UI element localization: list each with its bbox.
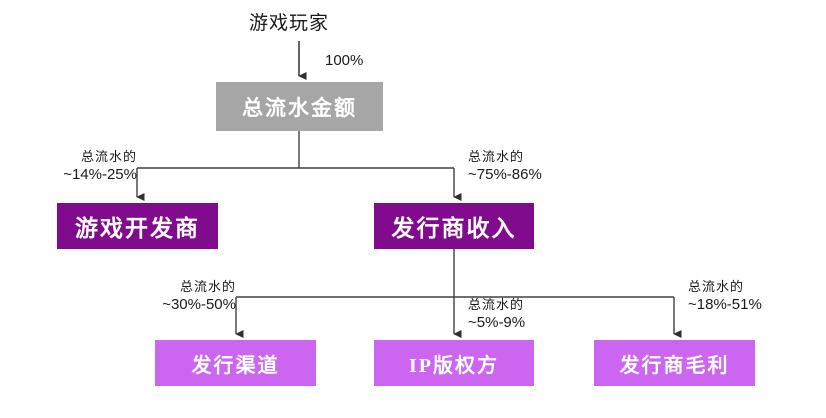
edge-label-publisher-to-channel: 总流水的 ~30%-50% bbox=[96, 278, 238, 315]
edge-label-total-to-developer: 总流水的 ~14%-25% bbox=[0, 148, 139, 185]
edge-label-value: ~75%-86% bbox=[468, 166, 542, 184]
edge-label-prefix: 总流水的 bbox=[468, 297, 525, 312]
edge-label-value: ~5%-9% bbox=[468, 314, 526, 332]
node-distribution-channel[interactable]: 发行渠道 bbox=[155, 340, 316, 386]
node-publisher-margin[interactable]: 发行商毛利 bbox=[594, 340, 755, 386]
edge-label-prefix: 总流水的 bbox=[468, 149, 525, 164]
edge-label-prefix: 总流水的 bbox=[688, 279, 745, 294]
edge-label-value: ~18%-51% bbox=[688, 296, 762, 314]
edge-label-value: ~14%-25% bbox=[63, 166, 137, 184]
node-total-revenue[interactable]: 总流水金额 bbox=[216, 82, 383, 131]
edge-label-publisher-to-margin: 总流水的 ~18%-51% bbox=[688, 278, 762, 315]
edge-label-publisher-to-ip: 总流水的 ~5%-9% bbox=[468, 296, 525, 333]
node-game-developer[interactable]: 游戏开发商 bbox=[57, 203, 218, 249]
edge-label-total-to-publisher: 总流水的 ~75%-86% bbox=[468, 148, 542, 185]
edge-label-value: ~30%-50% bbox=[162, 296, 236, 314]
node-ip-owner[interactable]: IP版权方 bbox=[374, 340, 534, 386]
edge-label-prefix: 总流水的 bbox=[80, 149, 137, 164]
edge-label-player-to-total: 100% bbox=[325, 52, 364, 69]
node-publisher-income[interactable]: 发行商收入 bbox=[374, 203, 534, 249]
edge-label-prefix: 总流水的 bbox=[179, 279, 236, 294]
source-label: 游戏玩家 bbox=[249, 13, 330, 34]
